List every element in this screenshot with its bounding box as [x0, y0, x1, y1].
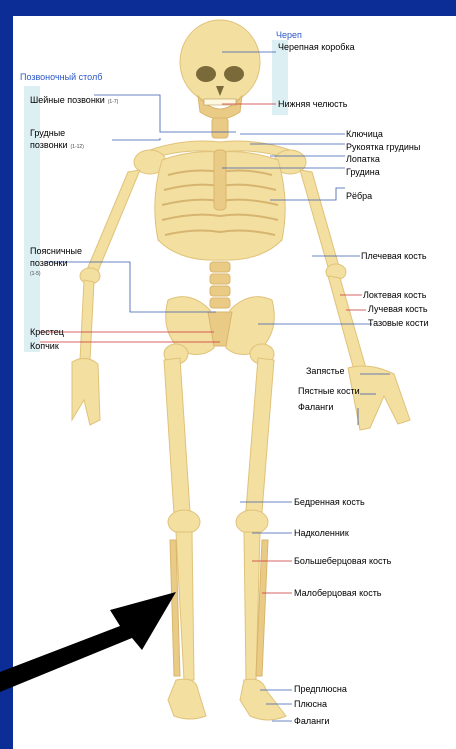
label-tibia: Большеберцовая кость — [294, 556, 392, 566]
label-spine-group: Позвоночный столб — [20, 72, 102, 82]
black-arrow-icon — [0, 592, 176, 692]
label-coccyx: Копчик — [30, 341, 59, 351]
label-ribs: Рёбра — [346, 191, 372, 201]
left-eye-socket — [196, 66, 216, 82]
label-femur: Бедренная кость — [294, 497, 365, 507]
left-foot — [168, 679, 206, 719]
label-thoracic-2-text: позвонки — [30, 140, 68, 150]
left-humerus — [86, 170, 140, 276]
label-metatarsus: Плюсна — [294, 699, 327, 709]
label-jaw: Нижняя челюсть — [278, 99, 348, 109]
right-eye-socket — [224, 66, 244, 82]
label-metacarpus: Пястные кости — [298, 386, 360, 396]
label-thoracic-1: Грудные — [30, 128, 65, 138]
label-skull-group: Череп — [276, 30, 302, 40]
left-forearm — [80, 280, 94, 360]
label-thoracic-2: позвонки(1-12) — [30, 140, 84, 150]
label-manubrium: Рукоятка грудины — [346, 142, 420, 152]
label-patella: Надколенник — [294, 528, 349, 538]
label-ulna: Локтевая кость — [363, 290, 427, 300]
left-femur — [164, 358, 190, 514]
right-femur — [246, 358, 274, 512]
label-cranium: Черепная коробка — [278, 42, 355, 52]
spine-group-bar — [24, 86, 40, 352]
right-knee — [236, 510, 268, 534]
label-cervical-text: Шейные позвонки — [30, 95, 105, 105]
right-humerus — [300, 170, 340, 274]
label-sternum: Грудина — [346, 167, 380, 177]
label-lumbar-1: Поясничные — [30, 246, 82, 256]
label-cervical-range: (1-7) — [108, 99, 119, 105]
label-clavicle: Ключица — [346, 129, 383, 139]
label-lumbar-2: позвонки — [30, 258, 68, 268]
label-radius: Лучевая кость — [368, 304, 428, 314]
label-carpus: Запястье — [306, 366, 345, 376]
label-phalanges-hand: Фаланги — [298, 402, 333, 412]
sternum-bone — [214, 150, 226, 210]
label-phalanges-foot: Фаланги — [294, 716, 329, 726]
label-humerus: Плечевая кость — [361, 251, 427, 261]
label-cervical: Шейные позвонки(1-7) — [30, 95, 119, 105]
label-tarsus: Предплюсна — [294, 684, 347, 694]
label-lumbar-range: (1-5) — [30, 271, 41, 277]
left-hand — [72, 358, 100, 425]
label-scapula: Лопатка — [346, 154, 380, 164]
right-forearm — [328, 276, 366, 370]
lumbar-vertebrae — [210, 262, 230, 308]
label-fibula: Малоберцовая кость — [294, 588, 382, 598]
label-pelvis: Тазовые кости — [368, 318, 428, 328]
right-hand — [348, 366, 410, 430]
label-sacrum: Крестец — [30, 327, 64, 337]
right-foot — [240, 679, 286, 720]
cervical-vertebrae — [212, 118, 228, 138]
label-thoracic-range: (1-12) — [71, 144, 85, 150]
left-knee — [168, 510, 200, 534]
